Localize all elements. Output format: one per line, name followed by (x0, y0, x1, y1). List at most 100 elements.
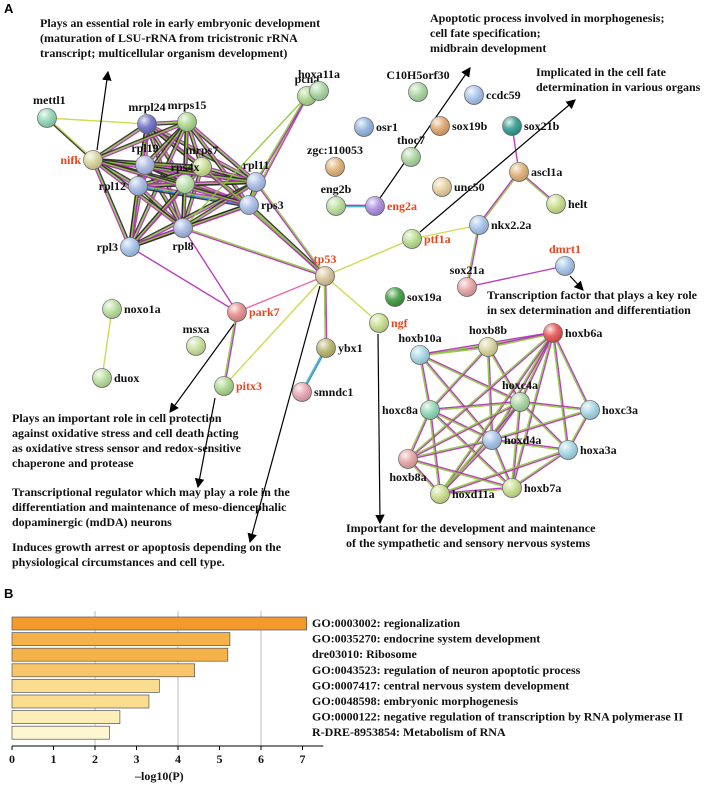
panel-a-label: A (4, 1, 14, 16)
node-label-hoxc8a: hoxc8a (382, 403, 418, 417)
edge-mrps15-nifk (93, 122, 188, 162)
edge-mrpl24-nifk (92, 123, 148, 161)
node-c10h5orf30[interactable]: C10H5orf30 (386, 68, 450, 102)
edge-rpl12-rps3 (137, 186, 249, 207)
node-label-ptf1a: ptf1a (424, 232, 451, 246)
node-hoxb7a[interactable]: hoxb7a (502, 478, 562, 498)
node-highlight (83, 150, 103, 170)
node-pitx3[interactable]: pitx3 (214, 376, 263, 396)
node-highlight (401, 147, 421, 167)
edge-hoxb6a-hoxa3a (551, 333, 568, 451)
node-sox19a[interactable]: sox19a (385, 287, 442, 307)
node-helt[interactable]: helt (546, 194, 588, 214)
node-hoxa11a[interactable]: hoxa11a (298, 67, 340, 101)
node-rps4x[interactable]: rps4x (171, 160, 200, 194)
node-nifk[interactable]: nifk (60, 150, 103, 170)
node-highlight (464, 85, 484, 105)
node-ptf1a[interactable]: ptf1a (402, 229, 451, 249)
node-rpl12[interactable]: rpl12 (99, 176, 148, 196)
node-mrps15[interactable]: mrps15 (168, 98, 207, 132)
node-ybx1[interactable]: ybx1 (316, 338, 363, 358)
node-label-eng2a: eng2a (387, 199, 417, 213)
edge-tp53-rpl11 (254, 182, 325, 277)
edge-mrps7-rpl12 (137, 164, 202, 186)
edge-rpl12-rpl8 (138, 184, 185, 228)
node-highlight (309, 81, 329, 101)
edge-ptf1a-nkx22a (411, 224, 480, 240)
node-label-helt: helt (568, 197, 587, 211)
node-hoxb8a[interactable]: hoxb8a (389, 449, 427, 485)
edge-rpl12-rps3 (137, 187, 249, 208)
node-label-mrps15: mrps15 (168, 98, 207, 112)
node-hoxd11a[interactable]: hoxd11a (430, 484, 495, 504)
node-rps3[interactable]: rps3 (239, 195, 284, 215)
node-noxo1a[interactable]: noxo1a (102, 299, 161, 319)
node-label-eng2b: eng2b (321, 182, 352, 196)
node-hoxd4a[interactable]: hoxd4a (482, 430, 542, 450)
node-label-rpl11: rpl11 (243, 158, 270, 172)
edge-rpl3-nifk (92, 159, 131, 248)
node-ngf[interactable]: ngf (369, 313, 409, 333)
node-zgc110053[interactable]: zgc:110053 (307, 143, 363, 177)
node-label-hoxb7a: hoxb7a (524, 481, 561, 495)
node-ccdc59[interactable]: ccdc59 (464, 85, 521, 105)
edge-hoxd4a-hoxb8a (407, 438, 493, 460)
node-highlight (365, 196, 385, 216)
node-park7[interactable]: park7 (227, 302, 280, 322)
node-highlight (410, 345, 430, 365)
edge-pcna-rpl11 (255, 96, 309, 183)
node-unc50[interactable]: unc50 (432, 177, 485, 197)
edge-hoxc3a-hoxd4a (491, 410, 591, 442)
node-hoxb6a[interactable]: hoxb6a (543, 323, 603, 343)
node-sox19b[interactable]: sox19b (430, 116, 488, 136)
node-label-noxo1a: noxo1a (124, 302, 161, 316)
edge-rps4x-rpl3 (129, 183, 186, 248)
edge-hoxc4a-hoxc3a (519, 400, 591, 411)
node-highlight (398, 449, 418, 469)
edge-hoxd4a-hoxb8a (407, 439, 493, 461)
edge-hoxc8a-hoxc4a (429, 400, 521, 410)
node-tp53[interactable]: tp53 (314, 252, 337, 286)
edge-mettl1-nifk (46, 117, 94, 162)
node-mettl1[interactable]: mettl1 (33, 93, 66, 128)
node-nkx22a[interactable]: nkx2.2a (469, 215, 532, 235)
node-label-rpl3: rpl3 (97, 240, 118, 254)
edge-hoxd11a-hoxb7a (439, 486, 512, 495)
x-tick-label-4: 4 (175, 752, 181, 766)
edge-tp53-ybx1 (323, 276, 327, 349)
node-sox21a[interactable]: sox21a (450, 263, 485, 297)
node-thoc7[interactable]: thoc7 (397, 133, 425, 167)
node-rpl8[interactable]: rpl8 (172, 218, 194, 254)
node-duox[interactable]: duox (92, 368, 140, 388)
node-hoxb8b[interactable]: hoxb8b (469, 323, 507, 357)
edge-hoxb10a-hoxd4a (418, 355, 493, 441)
edge-rpl11-rpl3 (129, 180, 256, 247)
node-hoxc4a[interactable]: hoxc4a (502, 378, 538, 412)
node-smndc1[interactable]: smndc1 (292, 382, 354, 402)
node-mrpl24[interactable]: mrpl24 (128, 100, 166, 134)
annotation-line: Implicated in the cell fate (536, 65, 667, 79)
node-hoxb10a[interactable]: hoxb10a (398, 331, 442, 365)
node-highlight (192, 157, 212, 177)
node-label-pcna: pcna (295, 72, 320, 86)
node-eng2b[interactable]: eng2b (321, 182, 352, 216)
node-osr1[interactable]: osr1 (354, 117, 399, 137)
edge-hoxb6a-hoxc4a (519, 333, 555, 403)
node-highlight (37, 108, 57, 128)
node-hoxc8a[interactable]: hoxc8a (382, 400, 440, 420)
node-eng2a[interactable]: eng2a (365, 196, 418, 216)
node-ascl1a[interactable]: ascl1a (509, 162, 563, 182)
node-rpl11[interactable]: rpl11 (243, 158, 270, 192)
node-rpl3[interactable]: rpl3 (97, 237, 140, 257)
node-rpl19[interactable]: rpl19 (131, 141, 159, 175)
park7-note: Plays an important role in cell protecti… (12, 411, 242, 470)
edge-hoxc8a-hoxd4a (430, 408, 493, 441)
node-hoxc3a[interactable]: hoxc3a (580, 400, 639, 420)
node-hoxa3a[interactable]: hoxa3a (558, 440, 617, 460)
node-sox21b[interactable]: sox21b (502, 116, 560, 136)
node-mrps7[interactable]: mrps7 (186, 143, 219, 177)
node-highlight (137, 114, 157, 134)
node-dmrt1[interactable]: dmrt1 (549, 242, 581, 276)
edge-hoxa3a-hoxd11a (439, 448, 569, 494)
node-msxa[interactable]: msxa (183, 322, 210, 356)
